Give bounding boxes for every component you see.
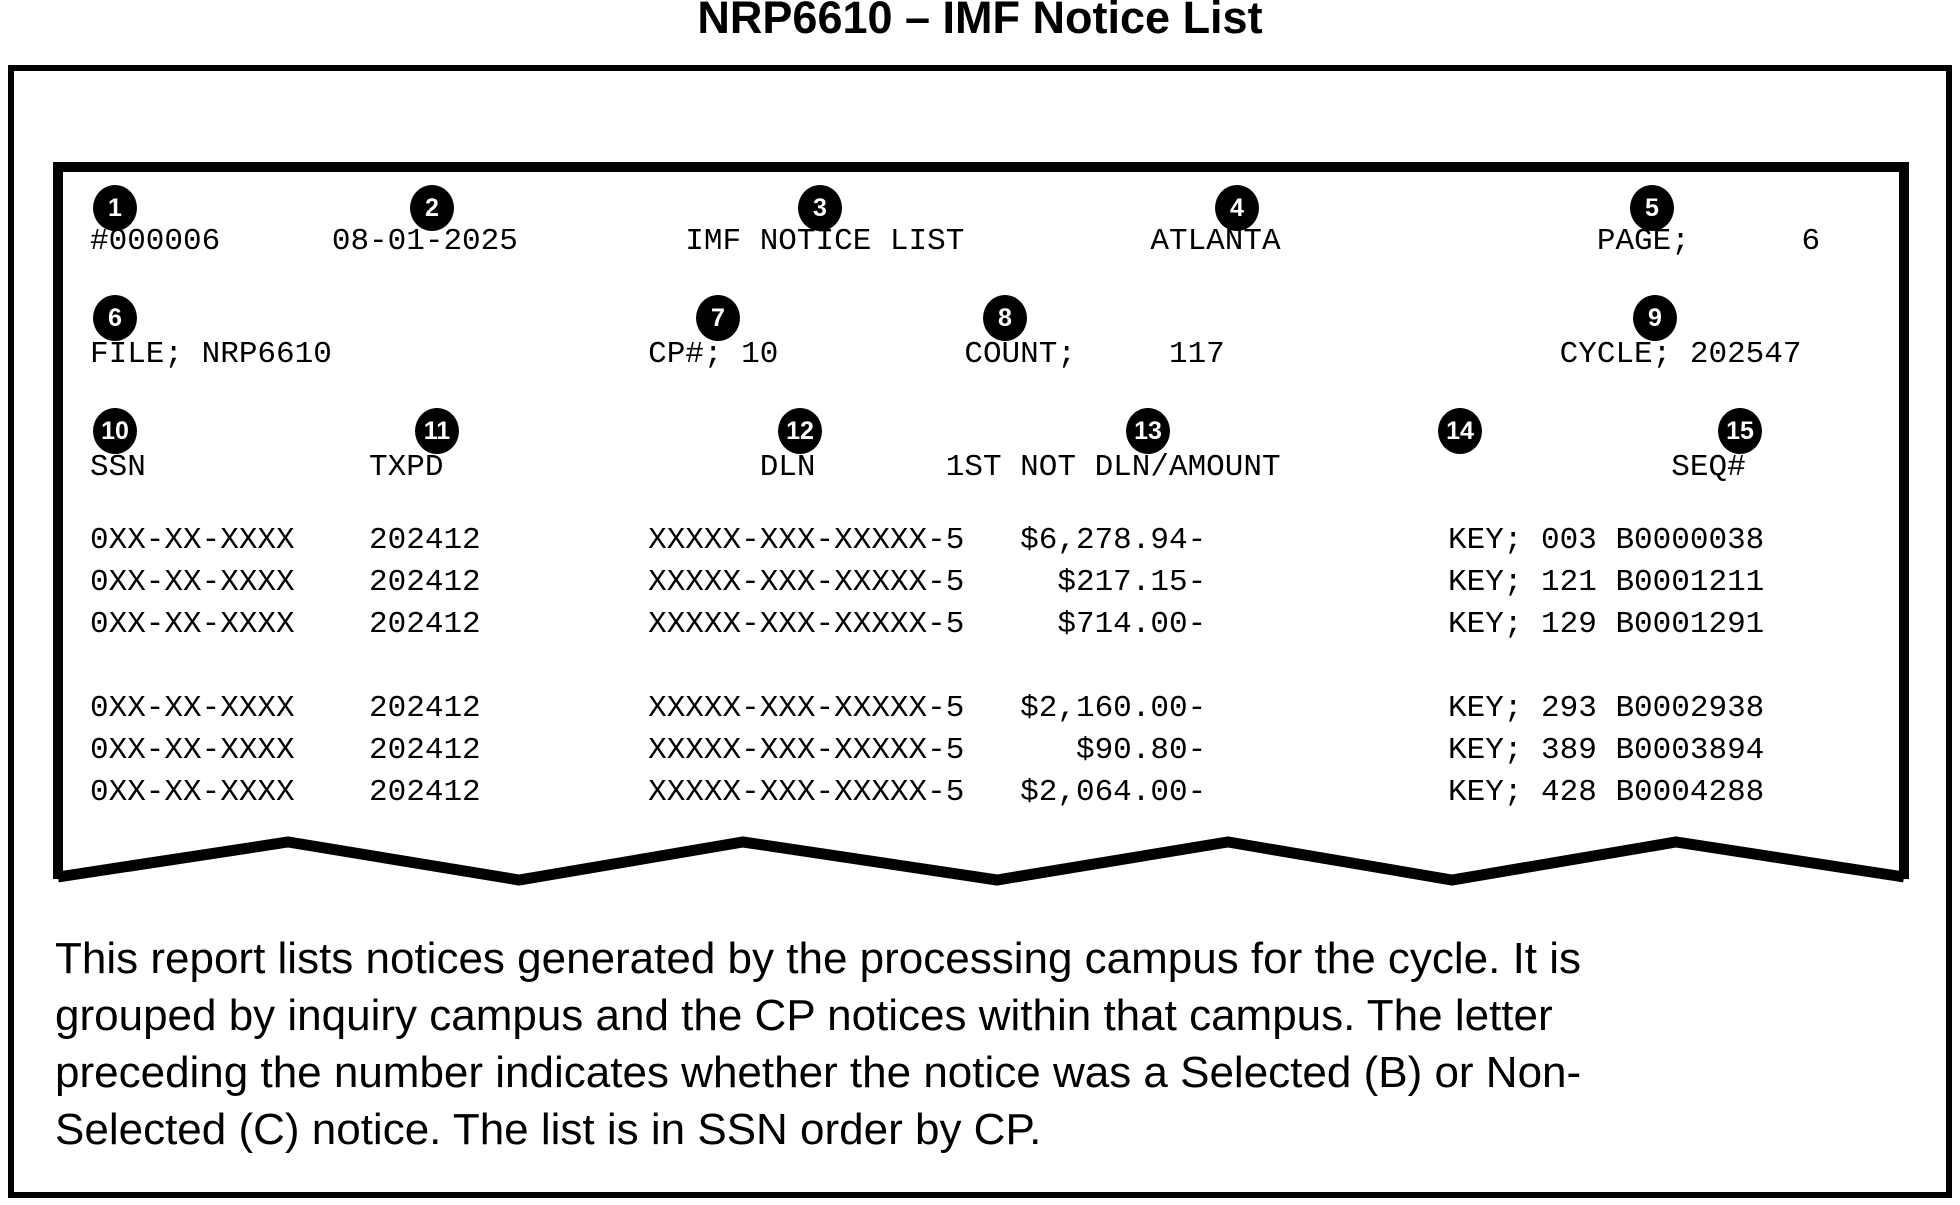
- description-line: grouped by inquiry campus and the CP not…: [55, 991, 1553, 1040]
- callout-14: 14: [1438, 408, 1482, 454]
- page-title: NRP6610 – IMF Notice List: [697, 0, 1263, 43]
- report-row: 0XX-XX-XXXX 202412 XXXXX-XXX-XXXXX-5 $6,…: [90, 523, 1765, 558]
- report-row: 0XX-XX-XXXX 202412 XXXXX-XXX-XXXXX-5 $2,…: [90, 775, 1765, 810]
- callout-13: 13: [1126, 408, 1170, 454]
- callout-8: 8: [983, 295, 1027, 341]
- callout-3: 3: [798, 185, 842, 231]
- report-column-headers: SSN TXPD DLN 1ST NOT DLN/AMOUNT SEQ#: [90, 450, 1746, 485]
- report-row: 0XX-XX-XXXX 202412 XXXXX-XXX-XXXXX-5 $21…: [90, 565, 1765, 600]
- callout-12: 12: [778, 408, 822, 454]
- report-description: This report lists notices generated by t…: [55, 930, 1905, 1158]
- torn-edge-zigzag: [57, 836, 1905, 886]
- report-row: 0XX-XX-XXXX 202412 XXXXX-XXX-XXXXX-5 $71…: [90, 607, 1765, 642]
- callout-9: 9: [1633, 295, 1677, 341]
- report-header-line-2: FILE; NRP6610 CP#; 10 COUNT; 117 CYCLE; …: [90, 337, 1802, 372]
- description-line: preceding the number indicates whether t…: [55, 1048, 1582, 1097]
- description-line: This report lists notices generated by t…: [55, 934, 1582, 983]
- callout-11: 11: [415, 408, 459, 454]
- callout-6: 6: [93, 295, 137, 341]
- callout-5: 5: [1630, 185, 1674, 231]
- report-row: 0XX-XX-XXXX 202412 XXXXX-XXX-XXXXX-5 $2,…: [90, 691, 1765, 726]
- description-line: Selected (C) notice. The list is in SSN …: [55, 1105, 1042, 1154]
- report-row: 0XX-XX-XXXX 202412 XXXXX-XXX-XXXXX-5 $90…: [90, 733, 1765, 768]
- callout-1: 1: [93, 185, 137, 231]
- callout-10: 10: [93, 408, 137, 454]
- report-snippet-box: [53, 162, 1909, 879]
- callout-2: 2: [410, 185, 454, 231]
- callout-15: 15: [1718, 408, 1762, 454]
- report-header-line-1: #000006 08-01-2025 IMF NOTICE LIST ATLAN…: [90, 224, 1821, 259]
- callout-4: 4: [1215, 185, 1259, 231]
- callout-7: 7: [696, 295, 740, 341]
